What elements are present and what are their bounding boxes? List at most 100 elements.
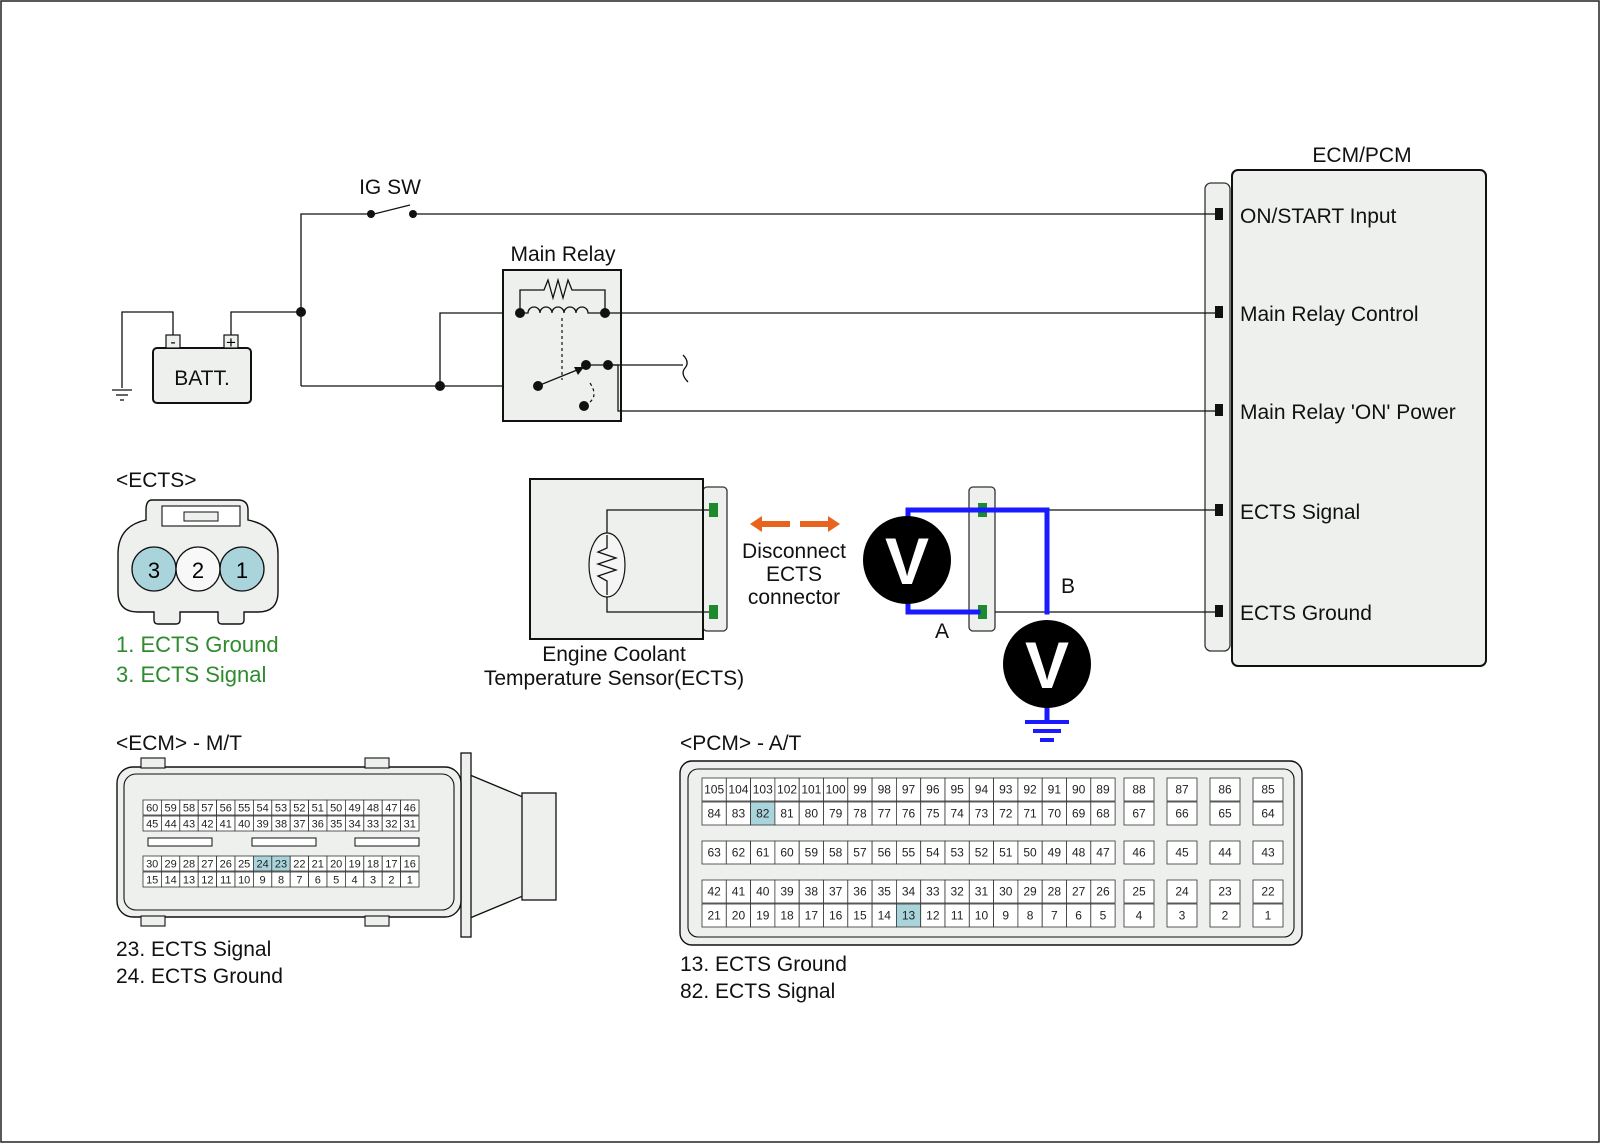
pcm-side-pin-25-r3-label: 25: [1132, 885, 1146, 899]
pcm-pin-97-label: 97: [902, 783, 916, 797]
pcm-pin-8: 8: [1017, 903, 1043, 928]
pcm-pin-10: 10: [968, 903, 994, 928]
wire-relay-coil-feed: [439, 312, 520, 386]
pcm-pin-36: 36: [847, 879, 873, 904]
pcm-pin-98-label: 98: [878, 783, 892, 797]
pcm-side-pin-87-r0-label: 87: [1175, 783, 1189, 797]
ecm-pin-31-cell: [400, 815, 420, 832]
pcm-pin-104-label: 104: [728, 783, 748, 797]
ects-connector-title: <ECTS>: [116, 469, 197, 492]
pcm-pin-80-label: 80: [805, 807, 819, 821]
pcm-pin-41-label: 41: [732, 885, 746, 899]
probe-label-a: A: [935, 620, 949, 643]
pcm-pin-62-label: 62: [732, 846, 746, 860]
pcm-pin-26-cell: [1090, 879, 1116, 904]
pcm-pin-7: 7: [1041, 903, 1067, 928]
pcm-side-pin-67-r1-cell: [1123, 801, 1155, 826]
pcm-pin-96: 96: [920, 777, 946, 802]
pcm-pin-9: 9: [993, 903, 1019, 928]
pcm-pin-28: 28: [1041, 879, 1067, 904]
sensor-label-line2: Temperature Sensor(ECTS): [484, 667, 744, 690]
pcm-pin-20-label: 20: [732, 909, 746, 923]
pcm-pin-52-label: 52: [975, 846, 989, 860]
ecm-pin-19-label: 19: [348, 859, 360, 871]
pcm-pin-56: 56: [871, 840, 897, 865]
pcm-side-pin-23-r3-label: 23: [1218, 885, 1232, 899]
pcm-pin-53: 53: [944, 840, 970, 865]
pcm-pin-19: 19: [750, 903, 776, 928]
pcm-side-pin-64-r1-cell: [1252, 801, 1284, 826]
ecm-pin-37-label: 37: [293, 819, 305, 831]
harness-connector: [968, 486, 996, 632]
pcm-pin-35: 35: [871, 879, 897, 904]
pcm-side-pin-2-r4: 2: [1209, 903, 1241, 928]
ecm-pin-7-label: 7: [296, 875, 302, 887]
ecm-pin-31-label: 31: [404, 819, 416, 831]
ecm-pin-30: 30: [142, 855, 162, 872]
pcm-side-pin-67-r1-label: 67: [1132, 807, 1146, 821]
ecm-pin-16: 16: [400, 855, 420, 872]
pcm-side-pin-46-r2: 46: [1123, 840, 1155, 865]
ecm-pin-59: 59: [160, 799, 181, 816]
pcm-pin-72: 72: [993, 801, 1019, 826]
ecm-legend-ground: 24. ECTS Ground: [116, 965, 283, 988]
ecm-pin-17: 17: [381, 855, 402, 872]
pcm-side-pin-64-r1: 64: [1252, 801, 1284, 826]
pcm-pin-54-label: 54: [926, 846, 940, 860]
ecm-pin-31: 31: [400, 815, 420, 832]
pcm-side-pin-45-r2: 45: [1166, 840, 1198, 865]
pcm-side-pin-67-r1: 67: [1123, 801, 1155, 826]
pcm-side-pin-43-r2-label: 43: [1261, 846, 1275, 860]
pcm-pin-53-label: 53: [950, 846, 964, 860]
ecm-pin-43: 43: [179, 815, 199, 832]
ecm-pin-23: 23: [271, 855, 291, 872]
pcm-pin-27-label: 27: [1072, 885, 1086, 899]
pcm-side-pin-65-r1-cell: [1209, 801, 1241, 826]
ig-sw-blade: [373, 204, 411, 215]
pcm-side-pin-25-r3-cell: [1123, 879, 1155, 904]
relay-contact-nc: [579, 401, 589, 411]
ecm-pin-15-label: 15: [146, 875, 158, 887]
pcm-pin-9-label: 9: [1002, 909, 1009, 923]
pcm-pin-20: 20: [725, 903, 751, 928]
pcm-pin-101: 101: [798, 777, 824, 802]
ecm-pin-49: 49: [344, 799, 365, 816]
pcm-pin-50: 50: [1017, 840, 1043, 865]
pcm-pin-77: 77: [871, 801, 897, 826]
pcm-side-pin-23-r3-cell: [1209, 879, 1241, 904]
pcm-pin-8-label: 8: [1027, 909, 1034, 923]
harness-pin-ground: [978, 605, 987, 619]
pcm-pin-6: 6: [1066, 903, 1092, 928]
pcm-side-pin-1-r4-cell: [1252, 903, 1284, 928]
ecm-pin-4: 4: [344, 871, 365, 888]
pcm-pin-82-label: 82: [756, 807, 770, 821]
pcm-pin-17-label: 17: [805, 909, 819, 923]
pcm-side-pin-44-r2-cell: [1209, 840, 1241, 865]
pcm-pin-41: 41: [725, 879, 751, 904]
pcm-side-pin-3-r4: 3: [1166, 903, 1198, 928]
ecm-pin-33: 33: [363, 815, 383, 832]
ecm-pin-47: 47: [381, 799, 402, 816]
pcm-side-pin-24-r3-label: 24: [1175, 885, 1189, 899]
pcm-pin-7-label: 7: [1051, 909, 1058, 923]
pcm-pin-71: 71: [1017, 801, 1043, 826]
pcm-side-pin-43-r2: 43: [1252, 840, 1284, 865]
ecm-connector-strip: [1204, 182, 1231, 652]
pcm-pin-102-label: 102: [777, 783, 797, 797]
ecm-pin-9: 9: [252, 871, 273, 888]
pcm-pin-103-label: 103: [753, 783, 773, 797]
pcm-pin-57-label: 57: [853, 846, 867, 860]
ecm-pin-26: 26: [216, 855, 236, 872]
ecm-pin-9-label: 9: [260, 875, 266, 887]
ecm-pin-41: 41: [216, 815, 236, 832]
ecm-pin-49-label: 49: [348, 803, 360, 815]
pcm-pin-75: 75: [920, 801, 946, 826]
pcm-pin-84: 84: [701, 801, 727, 826]
pcm-pin-10-label: 10: [975, 909, 989, 923]
relay-switch-pivot: [533, 381, 543, 391]
ecm-pin-54-label: 54: [256, 803, 268, 815]
thermistor-element: [595, 535, 619, 595]
